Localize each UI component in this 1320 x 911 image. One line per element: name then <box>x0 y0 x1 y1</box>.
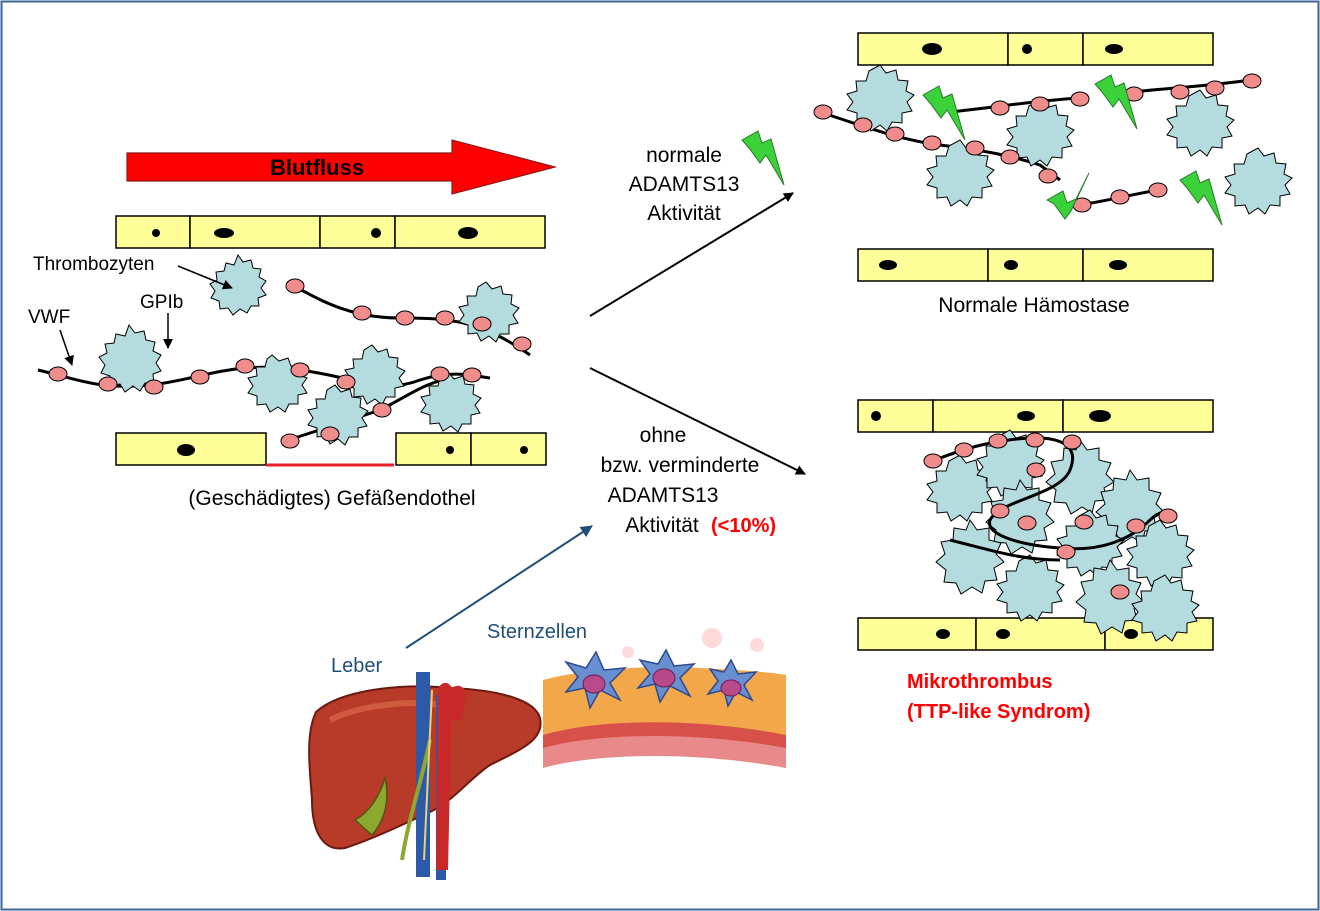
svg-text:bzw. verminderte: bzw. verminderte <box>601 454 760 477</box>
platelets-thrombus <box>926 429 1200 642</box>
svg-text:normale: normale <box>646 144 722 167</box>
endothel-label: (Geschädigtes) Gefäßendothel <box>188 487 475 510</box>
sternzellen-label: Sternzellen <box>487 621 587 643</box>
vwf-beads-normal <box>813 73 1262 213</box>
normal-hemostasis-label: Normale Hämostase <box>938 294 1129 317</box>
endothelium-bottom-left <box>115 432 547 467</box>
branch-arrow-normal <box>589 192 794 317</box>
vwf-beads-left <box>48 278 532 449</box>
svg-text:ADAMTS13: ADAMTS13 <box>608 484 719 507</box>
platelets-left <box>98 253 520 446</box>
endothelium-top-right-normal <box>857 32 1214 66</box>
svg-text:(TTP-like Syndrom): (TTP-like Syndrom) <box>907 701 1090 723</box>
gpib-label: GPIb <box>140 292 183 313</box>
scissors-icons-normal <box>922 74 1223 226</box>
branch-arrow-reduced <box>589 367 806 475</box>
thrombozyten-label: Thrombozyten <box>33 254 154 275</box>
svg-text:Aktivität: Aktivität <box>647 202 721 225</box>
thrombozyten-pointer <box>177 265 233 290</box>
endothelium-top-left <box>115 215 546 249</box>
vwf-beads-thrombus <box>923 432 1178 600</box>
platelets-normal <box>846 64 1293 215</box>
blood-flow-arrow: Blutfluss <box>126 139 558 195</box>
vwf-pointer <box>59 329 74 366</box>
threshold-label: (<10%) <box>711 515 776 537</box>
adamts13-scissors-icon <box>741 130 785 186</box>
svg-text:ohne: ohne <box>640 424 687 447</box>
liver-to-adamts13-arrow <box>405 525 593 649</box>
microthrombus-label: Mikrothrombus (TTP-like Syndrom) <box>907 671 1090 723</box>
reduced-adamts13-text: ohne bzw. verminderte ADAMTS13 Aktivität <box>601 424 760 537</box>
endothelium-bottom-right-normal <box>857 248 1214 282</box>
liver-illustration <box>308 672 542 880</box>
blood-flow-label: Blutfluss <box>270 155 364 180</box>
normal-adamts13-text: normale ADAMTS13 Aktivität <box>629 144 740 225</box>
endothelium-top-right-thrombus <box>857 399 1214 433</box>
leber-label: Leber <box>331 655 382 677</box>
stellate-cells-illustration <box>543 628 786 768</box>
vwf-label: VWF <box>28 307 70 328</box>
svg-text:Mikrothrombus: Mikrothrombus <box>907 671 1053 693</box>
svg-text:Aktivität: Aktivität <box>625 514 699 537</box>
svg-text:ADAMTS13: ADAMTS13 <box>629 173 740 196</box>
